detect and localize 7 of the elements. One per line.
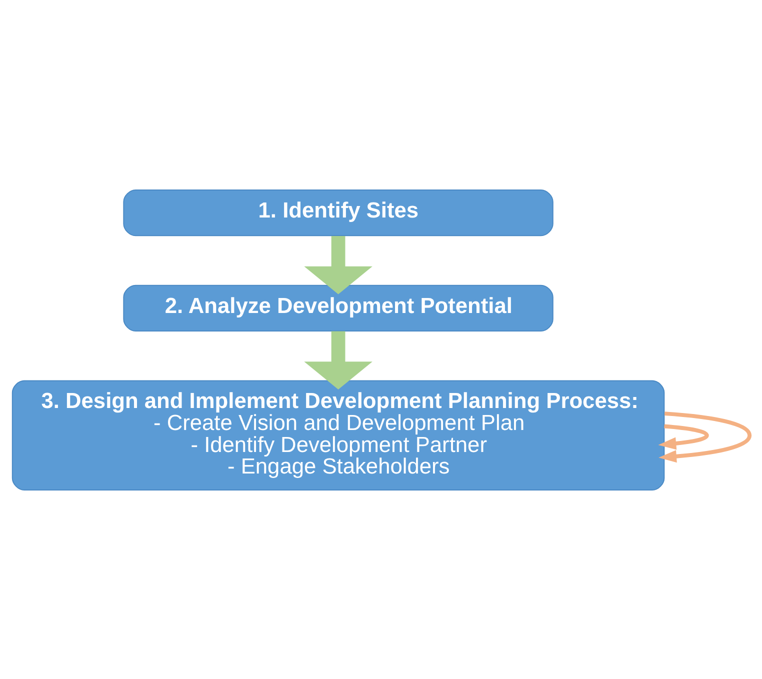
arrow <box>658 424 709 450</box>
arrow <box>304 330 372 389</box>
node-box: 2. Analyze Development Potential <box>123 284 554 332</box>
node-box: 1. Identify Sites <box>123 188 554 236</box>
node-box: 3. Design and Implement Development Planning Process: - Create Vision and Development Plan - Identify Development Partner - Engage Stakeholders <box>12 380 665 490</box>
arrow <box>658 411 752 462</box>
arrow <box>304 235 372 294</box>
